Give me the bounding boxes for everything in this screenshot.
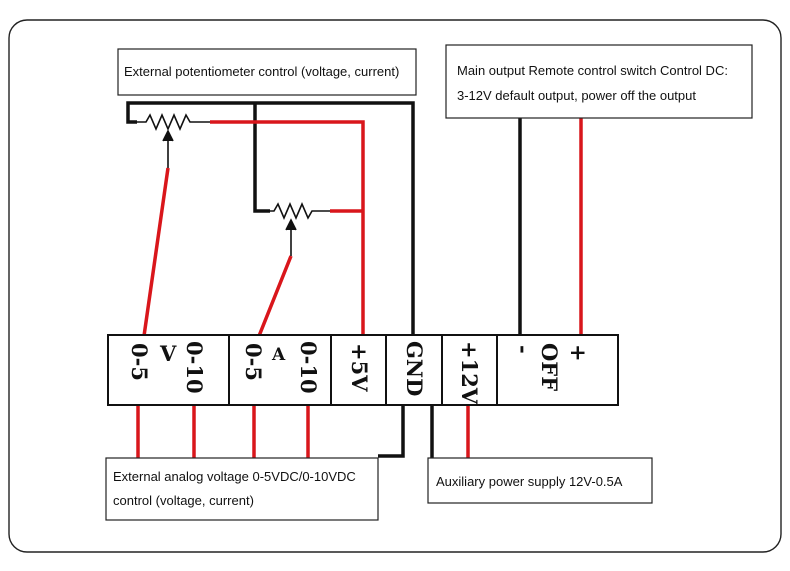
svg-text:Main output Remote control swi: Main output Remote control switch Contro… <box>457 63 728 78</box>
svg-text:Auxiliary power supply 12V-0.5: Auxiliary power supply 12V-0.5A <box>436 474 623 489</box>
svg-text:External potentiometer control: External potentiometer control (voltage,… <box>124 64 399 79</box>
pot1-ground-wire <box>126 101 415 336</box>
label-external-pot: External potentiometer control (voltage,… <box>117 48 417 96</box>
svg-text:External analog voltage 0-5VDC: External analog voltage 0-5VDC/0-10VDC <box>113 469 356 484</box>
potentiometer-1 <box>137 112 210 168</box>
terminal-v-0-10: 0-10 <box>182 341 207 394</box>
terminal-a-symbol: A <box>271 345 286 365</box>
pot2-ground-wire <box>253 103 270 213</box>
svg-text:control (voltage, current): control (voltage, current) <box>113 493 254 508</box>
pot1-wiper-wire <box>142 167 170 337</box>
terminal-a-0-10: 0-10 <box>296 341 321 394</box>
svg-text:3-12V default output, power of: 3-12V default output, power off the outp… <box>457 88 696 103</box>
terminal-off-minus: - <box>511 345 536 354</box>
terminal-plus-5v: +5V <box>347 343 372 392</box>
label-aux-power: Auxiliary power supply 12V-0.5A <box>427 457 653 504</box>
label-main-output: Main output Remote control switch Contro… <box>445 44 753 119</box>
potentiometer-2 <box>270 201 330 256</box>
terminal-gnd: GND <box>402 341 427 396</box>
label-external-analog: External analog voltage 0-5VDC/0-10VDC c… <box>105 457 379 521</box>
terminal-off-plus: + <box>566 344 591 362</box>
diagram-frame <box>8 19 782 553</box>
pot2-wiper-wire <box>257 255 293 337</box>
terminal-block: 0-5 V 0-10 0-5 A 0-10 +5V GND +12V - OFF… <box>107 334 619 406</box>
terminal-plus-12v: +12V <box>457 341 482 405</box>
wires <box>126 101 583 458</box>
terminal-off-label: OFF <box>537 343 562 391</box>
terminal-a-0-5: 0-5 <box>241 343 266 381</box>
pot1-supply-wire <box>210 120 365 336</box>
terminal-v-symbol: V <box>159 341 177 366</box>
terminal-v-0-5: 0-5 <box>127 343 152 381</box>
analog-gnd-wire <box>378 405 405 458</box>
